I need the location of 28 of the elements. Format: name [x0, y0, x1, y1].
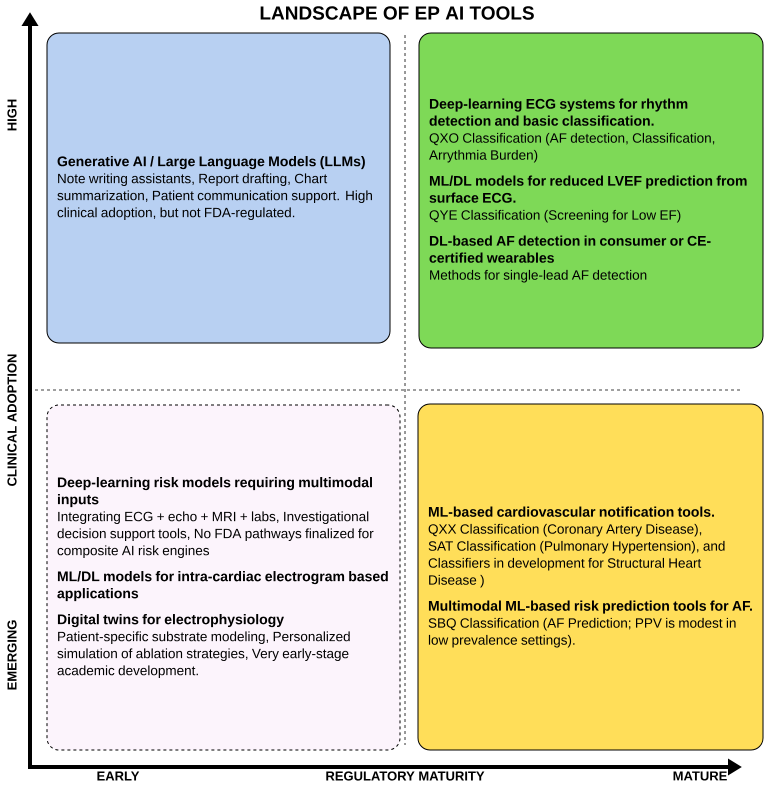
- quadrant-box: [418, 404, 764, 750]
- description-text: SBQ Classification (AF Prediction; PPV is modest in low prevalence settings).: [428, 618, 736, 648]
- section-heading: ML/DL models for intra-cardiac electrogram based applications: [57, 571, 388, 602]
- axis-label: EMERGING: [7, 620, 17, 690]
- section-heading: Deep-learning risk models requiring multimodal inputs: [58, 477, 372, 508]
- section-heading: Deep-learning ECG systems for rhythm detection and basic classification.: [430, 98, 688, 126]
- section-heading: Digital twins for electrophysiology: [58, 614, 284, 628]
- description-text: QYE Classification (Screening for Low EF): [430, 210, 680, 222]
- axis-label: HIGH: [7, 100, 17, 130]
- description-text: Patient-specific substrate modeling, Personalized simulation of ablation strategies, Very early-stage academic development.: [57, 631, 350, 678]
- quadrant-box: [46, 404, 400, 750]
- section-heading: Multimodal ML-based risk prediction tools for AF.: [428, 600, 752, 614]
- description-text: Integrating ECG + echo + MRI + labs, Investigational decision support tools, No FDA pathways finalized for composite AI risk engines: [58, 511, 374, 558]
- description-text: QXX Classification (Coronary Artery Disease), SAT Classification (Pulmonary Hypertension), and Classifiers in development for Structural Heart Disease ): [428, 524, 725, 588]
- section-heading: ML-based cardiovascular notification tools.: [428, 506, 714, 517]
- description-text: QXO Classification (AF detection, Classification, Arrythmia Burden): [429, 132, 714, 162]
- quadrant-box: [418, 32, 764, 348]
- section-heading: Generative AI / Large Language Models (LLMs): [58, 156, 365, 170]
- axis-label: EARLY: [97, 772, 140, 780]
- section-heading: ML/DL models for reduced LVEF prediction from surface ECG.: [430, 176, 747, 203]
- section-heading: DL-based AF detection in consumer or CE-certified wearables: [430, 236, 711, 263]
- title: LANDSCAPE OF EP AI TOOLS: [260, 6, 534, 20]
- quadrant-box: [46, 32, 390, 344]
- axis-label: CLINICAL ADOPTION: [7, 354, 17, 486]
- description-text: Methods for single-lead AF detection: [430, 270, 646, 282]
- axis-label: REGULATORY MATURITY: [326, 771, 484, 781]
- axis-label: MATURE: [674, 771, 727, 781]
- description-text: Note writing assistants, Report drafting, Chart summarization, Patient communication support. High clinical adoption, but not FDA-regulated.: [57, 173, 372, 220]
